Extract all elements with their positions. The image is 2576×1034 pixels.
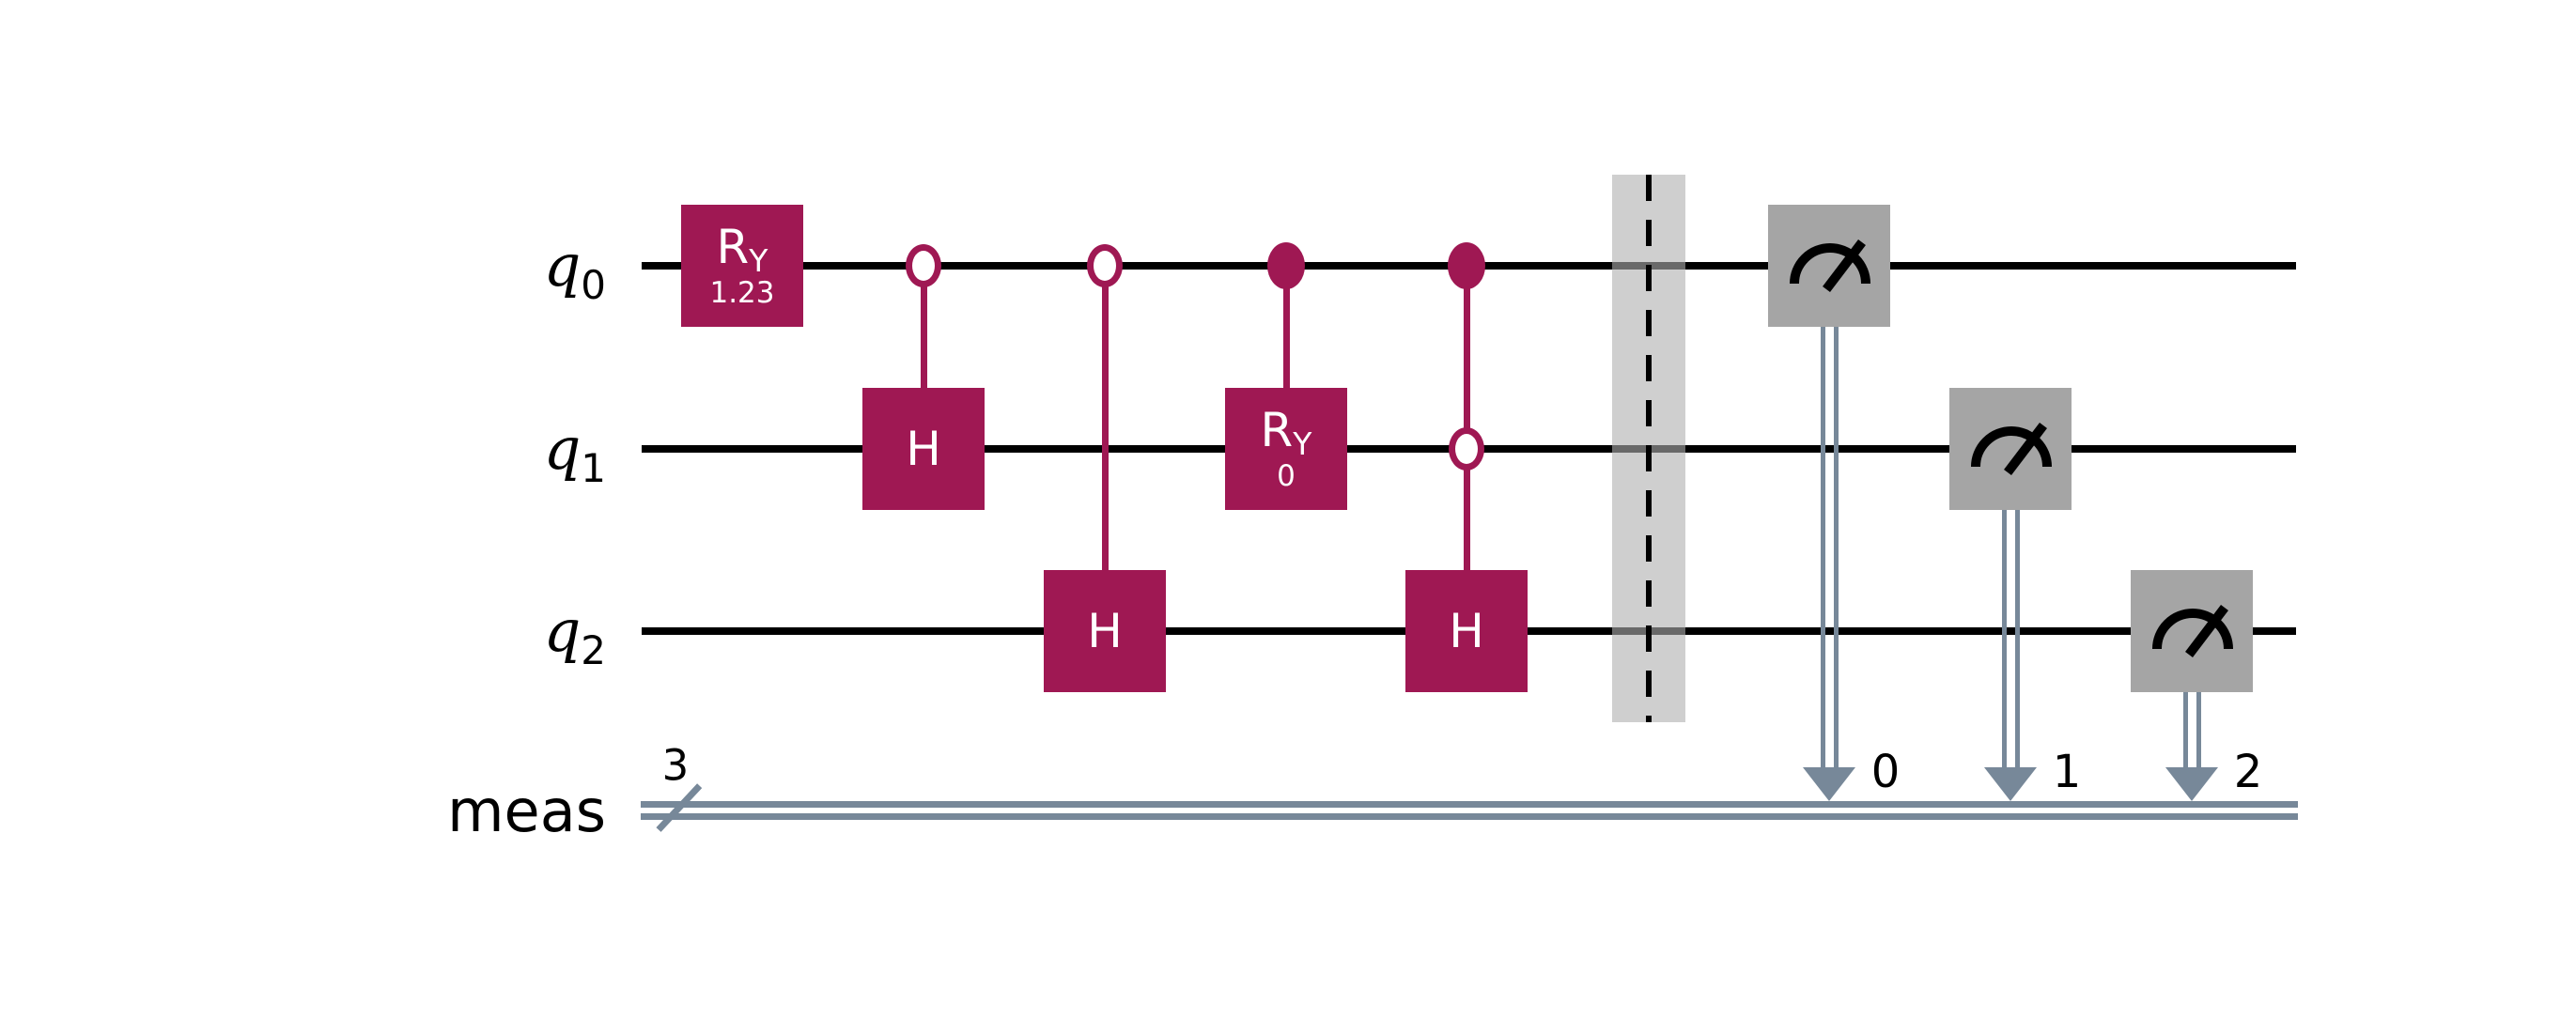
gate-ry-q0: RY 1.23 [681,205,803,327]
measure-gate-q2 [2131,570,2253,692]
measure-gate-q1 [1949,388,2072,510]
control-line [1283,266,1290,388]
gate-label: RY [716,219,768,279]
measure-drop-line [1834,327,1839,770]
cbit-label-1: 1 [2052,746,2082,798]
measure-arrow-icon [1984,767,2037,801]
qubit-name: q [543,596,582,665]
measure-gauge-icon [2152,604,2233,658]
classical-wire-line-top [641,801,2298,808]
filled-control-icon [1267,242,1305,289]
gate-h-q2-a: H [1044,570,1166,692]
open-control-icon [1449,427,1484,471]
measure-gauge-icon [1971,422,2052,476]
qubit-index: 0 [581,262,606,308]
measure-drop-line [2196,692,2201,770]
measure-drop-line [1821,327,1825,770]
qubit-label-q2: q2 [310,602,606,671]
qubit-label-q1: q1 [310,420,606,488]
gate-label: RY [1260,402,1312,462]
classical-wire-line-bottom [641,813,2298,820]
qubit-name: q [543,231,582,300]
open-control-icon [906,244,941,287]
qubit-label-q0: q0 [310,237,606,305]
control-line [1102,266,1109,570]
gate-ry-q1: RY 0 [1225,388,1347,510]
measure-arrow-icon [2165,767,2218,801]
barrier-dashed-line [1646,175,1652,722]
gate-param: 0 [1277,459,1296,494]
gate-h-q1: H [862,388,985,510]
cbit-label-0: 0 [1870,746,1901,798]
creg-size-label: 3 [661,740,690,791]
cbit-label-2: 2 [2233,746,2263,798]
gate-label: H [1087,603,1123,658]
qubit-index: 2 [581,627,606,673]
control-line [921,266,927,388]
creg-label: meas [447,777,606,845]
measure-gauge-icon [1790,239,1870,293]
measure-arrow-icon [1803,767,1855,801]
gate-h-q2-b: H [1405,570,1528,692]
control-line [1464,266,1470,570]
gate-label: H [906,421,941,476]
qubit-index: 1 [581,445,606,491]
measure-gate-q0 [1768,205,1890,327]
gate-label: H [1449,603,1484,658]
measure-drop-line [2183,692,2188,770]
qubit-name: q [543,414,582,483]
creg-slash-icon [656,783,703,832]
open-control-icon [1087,244,1123,287]
gate-param: 1.23 [709,276,775,311]
filled-control-icon [1448,242,1485,289]
measure-drop-line [2015,510,2020,770]
measure-drop-line [2002,510,2007,770]
